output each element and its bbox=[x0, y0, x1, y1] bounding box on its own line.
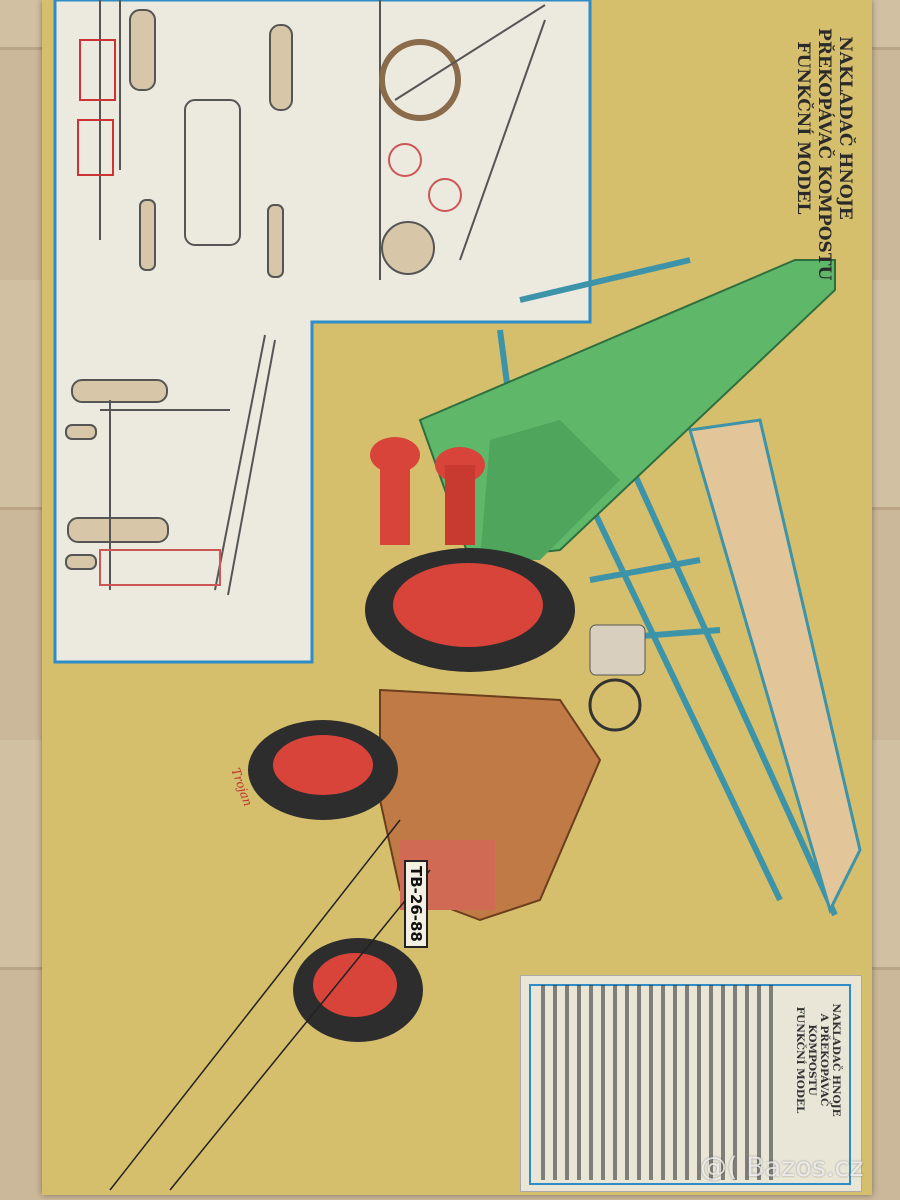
poster-title: NAKLADAČ HNOJE PŘEKOPÁVAČ KOMPOSTU FUNKČ… bbox=[792, 28, 855, 281]
fuel-tank bbox=[589, 624, 646, 676]
front-wheel-lower bbox=[293, 938, 423, 1042]
legend-title-line: A PŘEKOPÁVAČ KOMPOSTU bbox=[806, 1013, 830, 1107]
big-rear-wheel bbox=[365, 548, 575, 672]
side-view-drawing bbox=[379, 0, 546, 280]
hopper-chute bbox=[480, 420, 620, 560]
title-line: FUNKČNÍ MODEL bbox=[793, 41, 813, 215]
rotor-drums bbox=[370, 437, 485, 545]
watermark: @( Bazos.cz bbox=[700, 1152, 864, 1183]
legend-title-line: FUNKČNÍ MODEL bbox=[794, 1006, 806, 1114]
legend-title-line: NAKLADAČ HNOJE bbox=[830, 1003, 842, 1117]
steering-wheel bbox=[588, 678, 642, 732]
front-view-drawing bbox=[65, 334, 276, 596]
front-wheel-upper bbox=[248, 720, 398, 820]
tow-cable bbox=[109, 819, 401, 1191]
legend-body-text bbox=[535, 985, 780, 1180]
plan-view-drawing bbox=[77, 0, 293, 278]
tow-cable bbox=[169, 869, 431, 1191]
legend-title: NAKLADAČ HNOJE A PŘEKOPÁVAČ KOMPOSTU FUN… bbox=[794, 985, 842, 1135]
title-line: PŘEKOPÁVAČ KOMPOSTU bbox=[814, 28, 834, 281]
conveyor-belt bbox=[688, 418, 862, 915]
license-plate: TB-26-88 bbox=[404, 860, 428, 948]
title-line: NAKLADAČ HNOJE bbox=[835, 36, 855, 220]
